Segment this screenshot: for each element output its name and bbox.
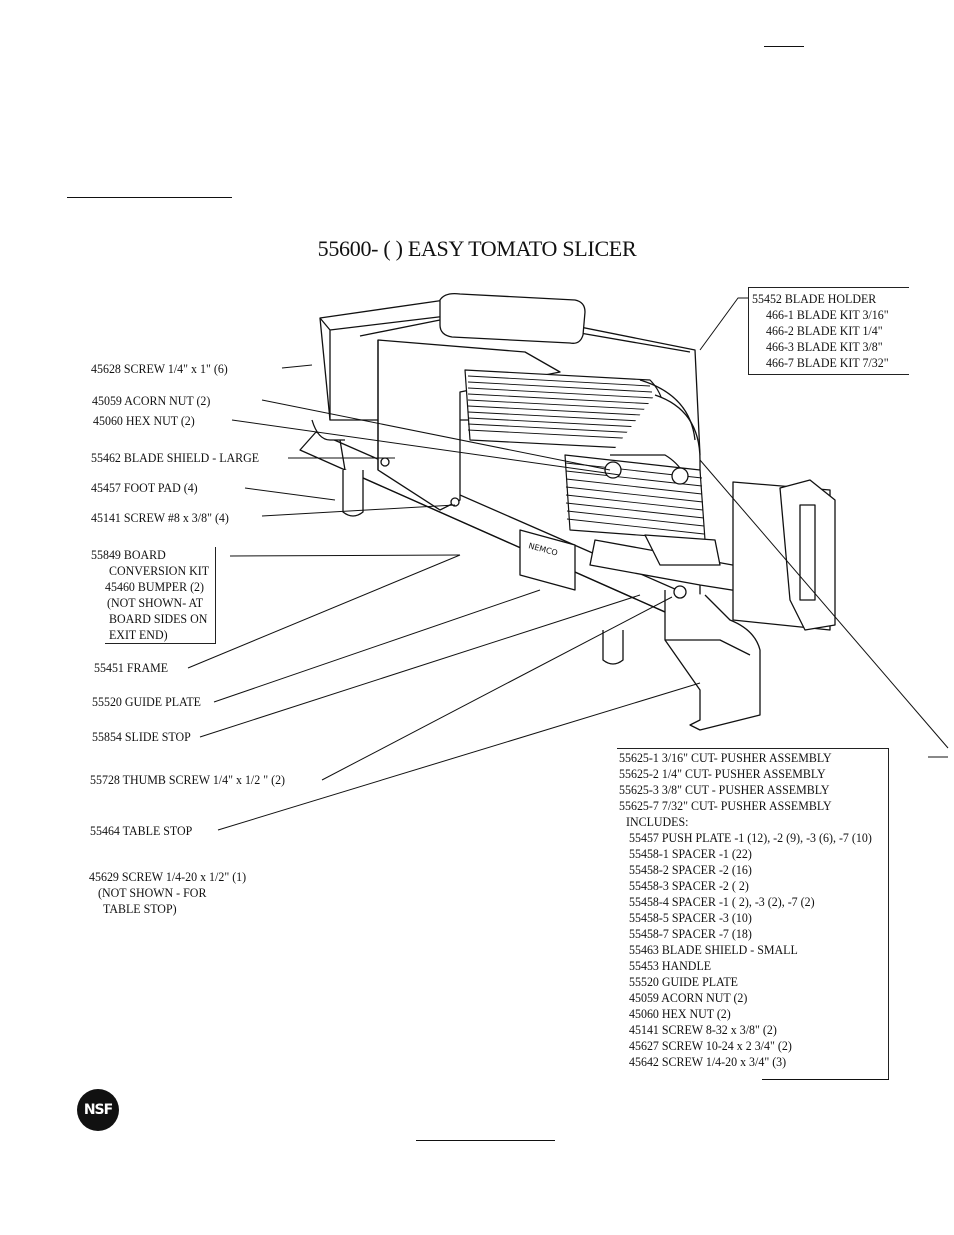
blade-holder-line: 466-1 BLADE KIT 3/16" [766,307,889,322]
label-screw-8: 45141 SCREW #8 x 3/8" (4) [91,510,229,525]
pusher-line: 55463 BLADE SHIELD - SMALL [629,942,798,957]
top-left-rule [67,197,232,198]
label-screw-table-1: 45629 SCREW 1/4-20 x 1/2" (1) [89,869,247,884]
label-blade-shield-large: 55462 BLADE SHIELD - LARGE [91,450,260,465]
pusher-line: 55625-7 7/32" CUT- PUSHER ASSEMBLY [619,798,832,813]
pusher-line: 55520 GUIDE PLATE [629,974,738,989]
foot-pads [311,419,624,665]
board-kit-line: CONVERSION KIT [109,563,210,578]
blade-stack [464,369,666,451]
label-screw-quarter: 45628 SCREW 1/4" x 1" (6) [91,361,228,376]
label-table-stop: 55464 TABLE STOP [90,823,193,838]
diagram-title: 55600- ( ) EASY TOMATO SLICER [317,236,637,261]
pusher-line: 55458-3 SPACER -2 ( 2) [629,878,749,893]
label-screw-table-2: (NOT SHOWN - FOR [98,885,207,900]
board-kit-line: BOARD SIDES ON [109,611,208,626]
top-handle-pad [439,292,586,344]
pusher-line: 45059 ACORN NUT (2) [629,990,748,1005]
pusher-line: INCLUDES: [626,814,689,829]
blade-holder-line: 466-7 BLADE KIT 7/32" [766,355,889,370]
pusher-line: 55625-2 1/4" CUT- PUSHER ASSEMBLY [619,766,826,781]
board-kit-line: 55849 BOARD [91,547,166,562]
pusher-line: 45627 SCREW 10-24 x 2 3/4" (2) [629,1038,792,1053]
board-kit-line: (NOT SHOWN- AT [107,595,204,610]
blade-holder-box: 55452 BLADE HOLDER 466-1 BLADE KIT 3/16"… [748,287,909,375]
label-slide-stop: 55854 SLIDE STOP [92,729,191,744]
pusher-line: 45141 SCREW 8-32 x 3/8" (2) [629,1022,777,1037]
push-plate-stack [564,454,706,541]
acorn-nut-right [671,467,689,485]
bottom-rule [416,1140,555,1141]
pusher-assembly-box: 55625-1 3/16" CUT- PUSHER ASSEMBLY 55625… [617,748,889,1080]
pusher-line: 55458-2 SPACER -2 (16) [629,862,752,877]
label-screw-table-3: TABLE STOP) [103,901,177,916]
pusher-line: 45642 SCREW 1/4-20 x 3/4" (3) [629,1054,787,1069]
board-kit-line: 45460 BUMPER (2) [105,579,205,594]
blade-holder-line: 55452 BLADE HOLDER [752,291,877,306]
nemco-plate [519,529,576,591]
pusher-line: 55458-7 SPACER -7 (18) [629,926,752,941]
pusher-block [644,534,721,566]
board-kit-box: 55849 BOARD CONVERSION KIT 45460 BUMPER … [91,547,216,644]
label-frame: 55451 FRAME [94,660,169,675]
label-acorn-nut: 45059 ACORN NUT (2) [92,393,211,408]
label-foot-pad: 45457 FOOT PAD (4) [91,480,198,495]
label-guide-plate: 55520 GUIDE PLATE [92,694,201,709]
blade-holder-line: 466-2 BLADE KIT 1/4" [766,323,883,338]
leader-lines [187,297,949,831]
thumb-screw [673,585,687,599]
board-kit-line: EXIT END) [109,627,168,642]
pusher-line: 55625-3 3/8" CUT - PUSHER ASSEMBLY [619,782,830,797]
pusher-line: 55458-1 SPACER -1 (22) [629,846,752,861]
pusher-line: 55458-4 SPACER -1 ( 2), -3 (2), -7 (2) [629,894,815,909]
pusher-line: 55453 HANDLE [629,958,712,973]
pusher-line: 55625-1 3/16" CUT- PUSHER ASSEMBLY [619,750,832,765]
pusher-line: 55457 PUSH PLATE -1 (12), -2 (9), -3 (6)… [629,830,872,845]
label-thumb-screw: 55728 THUMB SCREW 1/4" x 1/2 " (2) [90,772,286,787]
pusher-box-bottom [762,1079,889,1080]
pusher-line: 45060 HEX NUT (2) [629,1006,731,1021]
acorn-nut-left [604,461,622,479]
nsf-logo: NSF [77,1089,119,1131]
pusher-line: 55458-5 SPACER -3 (10) [629,910,752,925]
blade-holder-line: 466-3 BLADE KIT 3/8" [766,339,883,354]
blade-shield-large [377,339,561,511]
top-right-rule [764,46,804,47]
table-stop [664,590,761,731]
label-hex-nut: 45060 HEX NUT (2) [93,413,195,428]
